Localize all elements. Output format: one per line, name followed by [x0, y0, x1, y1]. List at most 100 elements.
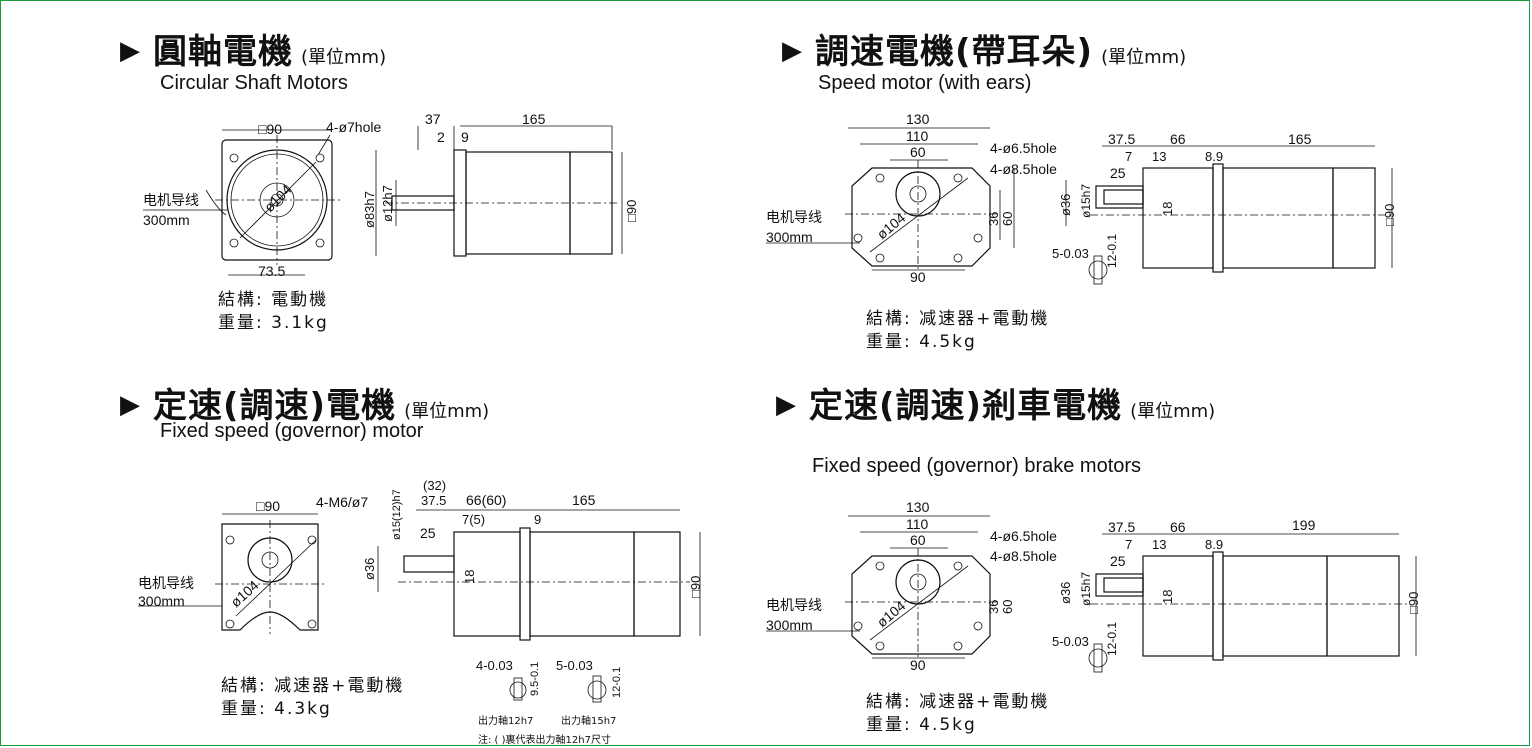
d3-a75: 7(5) — [462, 512, 485, 527]
drawing-2-front-view — [766, 127, 1015, 272]
d1-d12: ø12h7 — [380, 185, 395, 222]
d3-shaft15-label: 出力軸15h7 — [561, 716, 617, 727]
d4-w130: 130 — [906, 499, 930, 515]
d1-hole: 4-ø7hole — [326, 119, 381, 135]
d4-a66: 66 — [1170, 519, 1186, 535]
d4-a375: 37.5 — [1108, 519, 1135, 535]
d3-a32: (32) — [423, 478, 446, 493]
d3-k95: 9.5-0.1 — [529, 662, 541, 696]
d4-w90: 90 — [910, 657, 926, 673]
d4-a7: 7 — [1125, 537, 1132, 552]
d4-a15: ø15h7 — [1079, 572, 1093, 606]
d3-a165: 165 — [572, 492, 596, 508]
d2-a13: 13 — [1152, 149, 1166, 164]
d3-k5: 5-0.03 — [556, 658, 593, 673]
d2-key-detail — [1088, 255, 1108, 285]
d2-a66: 66 — [1170, 131, 1186, 147]
d1-lead2: 300mm — [143, 212, 190, 228]
d1-d83: ø83h7 — [362, 191, 377, 228]
drawing-1-front-view — [143, 129, 340, 276]
d2-a25: 25 — [1110, 165, 1126, 181]
d2-a15: ø15h7 — [1079, 184, 1093, 218]
d2-v36: 36 — [986, 212, 1001, 226]
d3-shaft12-label: 出力軸12h7 — [478, 716, 534, 727]
section-title-3: ▶定速(調速)電機(單位mm) — [120, 386, 490, 426]
spec-block-2: 結構: 减速器+電動機重量: 4.5kg — [866, 309, 1050, 352]
d2-a18: 18 — [1160, 202, 1175, 216]
d1-lead1: 电机导线 — [143, 192, 199, 208]
d2-a375: 37.5 — [1108, 131, 1135, 147]
d4-a18: 18 — [1160, 590, 1175, 604]
drawing-1-side-view — [375, 125, 623, 257]
d4-lead2: 300mm — [766, 617, 813, 633]
section-subtitle-4: Fixed speed (governor) brake motors — [812, 455, 1142, 477]
d1-sq2: □90 — [624, 200, 639, 222]
d3-lead2: 300mm — [138, 593, 185, 609]
d3-k12: 12-0.1 — [611, 667, 623, 698]
d3-m6: 4-M6/ø7 — [316, 494, 368, 510]
d2-lead2: 300mm — [766, 229, 813, 245]
d4-a36: ø36 — [1058, 582, 1073, 604]
section-title-2: ▶調速電機(帶耳朵)(單位mm) — [782, 32, 1187, 72]
d1-d37: 37 — [425, 111, 441, 127]
d3-a36: ø36 — [362, 558, 377, 580]
d2-w90: 90 — [910, 269, 926, 285]
drawing-3-front-view — [138, 513, 326, 634]
d3-a6660: 66(60) — [466, 492, 506, 508]
d1-d104: ø104 — [261, 181, 295, 215]
d2-k12: 12-0.1 — [1105, 234, 1119, 268]
d3-k4: 4-0.03 — [476, 658, 513, 673]
d3-a375: 37.5 — [421, 493, 446, 508]
d4-h2: 4-ø8.5hole — [990, 548, 1057, 564]
d4-a25: 25 — [1110, 553, 1126, 569]
d2-w130: 130 — [906, 111, 930, 127]
d2-a36: ø36 — [1058, 194, 1073, 216]
d2-k5: 5-0.03 — [1052, 246, 1089, 261]
d1-w735: 73.5 — [258, 263, 285, 279]
d4-w60: 60 — [910, 532, 926, 548]
section-title-4: ▶定速(調速)剎車電機(單位mm) — [776, 386, 1216, 426]
d3-a15: ø15(12)h7 — [391, 489, 403, 540]
d1-sq90: □90 — [258, 121, 282, 137]
d2-w110: 110 — [906, 128, 929, 144]
d3-sq2: □90 — [688, 576, 703, 598]
d2-h1: 4-ø6.5hole — [990, 140, 1057, 156]
d3-a9: 9 — [534, 512, 541, 527]
d2-h2: 4-ø8.5hole — [990, 161, 1057, 177]
d1-d2: 2 — [437, 129, 445, 145]
d2-v60: 60 — [1000, 212, 1015, 226]
drawing-4-front-view — [766, 515, 998, 660]
d4-k5: 5-0.03 — [1052, 634, 1089, 649]
drawing-4-side-view — [1090, 533, 1417, 661]
d2-a7: 7 — [1125, 149, 1132, 164]
d3-lead1: 电机导线 — [138, 575, 194, 591]
d4-v60: 60 — [1000, 600, 1015, 614]
d3-d104: ø104 — [227, 577, 262, 610]
d2-w60: 60 — [910, 144, 926, 160]
section-subtitle-3: Fixed speed (governor) motor — [160, 420, 424, 442]
section-subtitle-2: Speed motor (with ears) — [818, 72, 1032, 94]
section-title-1: ▶圓軸電機(單位mm) — [120, 32, 387, 72]
d3-key-details — [509, 675, 607, 703]
d4-a199: 199 — [1292, 517, 1316, 533]
drawing-2-side-view — [1065, 145, 1393, 273]
d2-a165: 165 — [1288, 131, 1312, 147]
d1-d9: 9 — [461, 129, 469, 145]
d4-v36: 36 — [986, 600, 1001, 614]
d4-a89: 8.9 — [1205, 537, 1223, 552]
d3-a25: 25 — [420, 525, 436, 541]
d4-a13: 13 — [1152, 537, 1166, 552]
d4-lead1: 电机导线 — [766, 597, 822, 613]
d2-sq: □90 — [1382, 204, 1397, 226]
d4-w110: 110 — [906, 516, 929, 532]
d3-sq: □90 — [256, 498, 280, 514]
spec-block-3: 結構: 减速器+電動機重量: 4.3kg — [221, 676, 405, 719]
d4-sq: □90 — [1406, 592, 1421, 614]
spec-block-4: 結構: 减速器+電動機重量: 4.5kg — [866, 692, 1050, 735]
d2-a89: 8.9 — [1205, 149, 1223, 164]
d2-lead1: 电机导线 — [766, 209, 822, 225]
spec-block-1: 結構: 電動機重量: 3.1kg — [218, 290, 329, 333]
section-subtitle-1: Circular Shaft Motors — [160, 72, 348, 94]
